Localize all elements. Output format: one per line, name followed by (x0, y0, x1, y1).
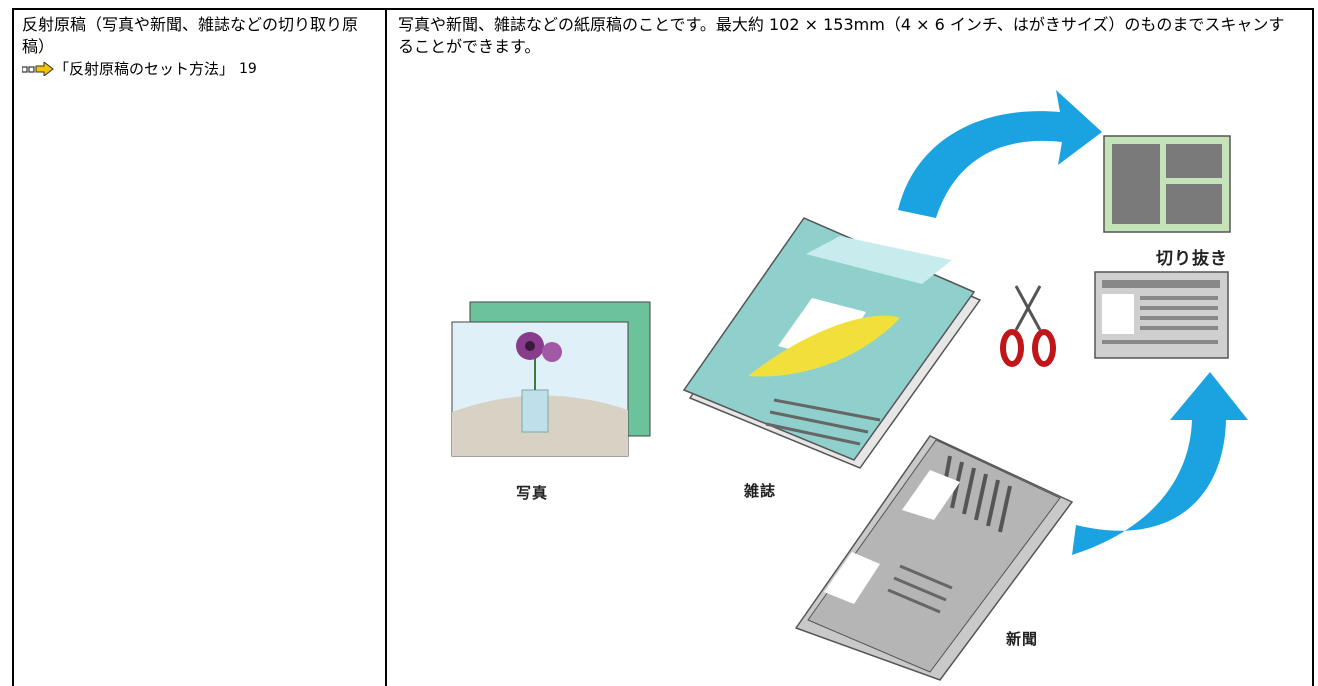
reference-page-number: 19 (239, 61, 257, 77)
newspaper-label: 新聞 (1006, 630, 1039, 648)
term-title: 反射原稿（写真や新聞、雑誌などの切り取り原稿） (22, 15, 359, 56)
column-divider (385, 8, 387, 686)
reference-link[interactable]: 「反射原稿のセット方法」 19 (22, 58, 378, 80)
table-frame (12, 8, 1314, 686)
clipping-label: 切り抜き (1156, 249, 1228, 269)
description-text: 写真や新聞、雑誌などの紙原稿のことです。最大約 102 × 153mm（4 × … (398, 15, 1285, 56)
left-cell: 反射原稿（写真や新聞、雑誌などの切り取り原稿） 「反射原稿のセット方法」 19 (22, 14, 378, 80)
photo-label: 写真 (516, 484, 549, 502)
reference-link-text[interactable]: 「反射原稿のセット方法」 (54, 60, 235, 78)
magazine-label: 雑誌 (744, 482, 777, 500)
arrow-link-icon (22, 62, 54, 76)
